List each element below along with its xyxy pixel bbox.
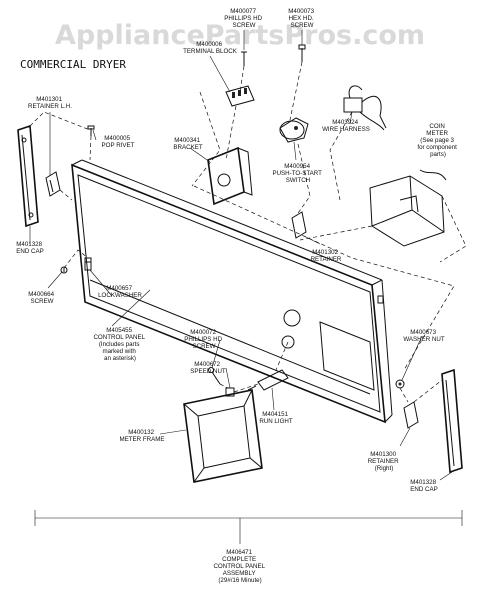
lockwasher-label: M400657 LOCKWASHER: [98, 285, 142, 299]
push-to-start-label: M400954 PUSH-TO-START SWITCH: [272, 163, 323, 184]
coin-meter-part: [369, 169, 447, 247]
retainer-right-part: [403, 401, 419, 429]
retainer-right-label: M401300 RETAINER (Right): [368, 451, 401, 472]
speed-nut-label: M400672 SPEED NUT: [190, 361, 226, 375]
control-panel-label: M405455 CONTROL PANEL (Includes parts ma…: [93, 327, 146, 362]
assembly-dashed-lines: [29, 61, 467, 403]
bracket-label: M400341 BRACKET: [173, 137, 202, 151]
wire-harness-part: [343, 85, 387, 131]
phillips-screw-mid-part: [208, 367, 221, 385]
watermark-text: AppliancePartsPros.com: [55, 20, 425, 51]
retainer-mid-label: M401302 RETAINER: [311, 249, 342, 263]
phillips-mid-label: M400072 PHILLIPS HD SCREW: [184, 329, 224, 350]
end-cap-left-label: M401328 END CAP: [16, 241, 44, 255]
assembly-label: M406471 COMPLETE CONTROL PANEL ASSEMBLY …: [213, 549, 266, 584]
bracket-part: [207, 146, 253, 206]
meter-frame-label: M400132 METER FRAME: [119, 429, 164, 443]
terminal-block-part: [225, 85, 255, 107]
control-panel-part: [71, 159, 393, 424]
labels: M400077 PHILLIPS HD SCREW M400073 HEX HD…: [16, 8, 458, 584]
wire-harness-label: M403924 WIRE HARNESS: [322, 119, 370, 133]
end-cap-right-label: M401328 END CAP: [410, 479, 438, 493]
phillips-screw-top-part: [241, 51, 247, 66]
meter-frame-part: [183, 389, 263, 483]
pop-rivet-label: M400005 POP RIVET: [102, 135, 135, 149]
end-cap-right-part: [441, 368, 463, 474]
diagram-title: COMMERCIAL DRYER: [20, 58, 126, 71]
washer-nut-part: [395, 379, 405, 389]
phillips-top-label: M400077 PHILLIPS HD SCREW: [224, 8, 264, 29]
run-light-label: M404151 RUN LIGHT: [259, 411, 293, 425]
run-light-part: [247, 369, 289, 391]
coin-meter-label: COIN METER (See page 3 for component par…: [417, 123, 458, 158]
assembly-bracket: [34, 510, 463, 544]
pop-rivet-part: [87, 125, 95, 136]
terminal-block-label: M400006 TERMINAL BLOCK: [183, 41, 238, 55]
lockwasher-part: [84, 257, 92, 271]
end-cap-left-part: [17, 124, 39, 228]
hex-top-label: M400073 HEX HD. SCREW: [288, 8, 316, 29]
washer-nut-label: M400673 WASHER NUT: [403, 329, 445, 343]
retainer-mid-part: [291, 211, 307, 239]
screw-left-part: [60, 266, 68, 274]
retainer-lh-label: M401301 RETAINER L.H.: [28, 96, 72, 110]
push-to-start-switch-part: [279, 117, 309, 143]
retainer-lh-part: [45, 171, 61, 197]
screw-left-label: M400664 SCREW: [28, 291, 56, 305]
leader-lines: [29, 30, 453, 481]
